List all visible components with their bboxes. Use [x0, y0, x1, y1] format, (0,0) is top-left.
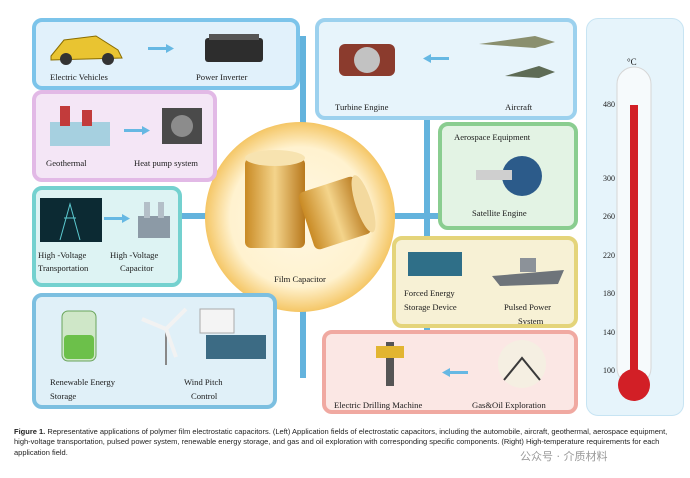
panel-high-voltage: High -Voltage Transportation High -Volta…	[32, 186, 182, 287]
panel-aerospace: Aerospace Equipment Satellite Engine	[438, 122, 578, 230]
ship-icon	[492, 258, 564, 286]
label-wind-pitch-1: Wind Pitch	[184, 377, 223, 387]
caption-label: Figure 1.	[14, 427, 46, 436]
label-electric-vehicles: Electric Vehicles	[50, 72, 108, 82]
panel-renewable-energy: Renewable Energy Storage Wind Pitch Cont…	[32, 293, 277, 409]
thermometer-tick-label: 140	[603, 327, 615, 337]
thermometer-unit: °C	[627, 57, 637, 67]
label-forced-energy-1: Forced Energy	[404, 288, 455, 298]
watermark: 公众号 · 介质材料	[520, 450, 608, 463]
label-hv-capacitor-2: Capacitor	[120, 263, 154, 273]
transmission-tower-icon	[40, 198, 102, 242]
figure-caption: Figure 1. Representative applications of…	[14, 427, 682, 458]
label-aerospace-equipment: Aerospace Equipment	[454, 132, 531, 142]
connector-left	[180, 213, 210, 219]
panel-electric-vehicles: Electric Vehicles Power Inverter	[32, 18, 300, 90]
energy-storage-device-icon	[408, 252, 462, 276]
thermometer-icon	[616, 66, 652, 401]
geothermal-plant-icon	[50, 106, 110, 146]
label-gas-oil: Gas&Oil Exploration	[472, 400, 546, 410]
panel-turbine-aircraft: Turbine Engine Aircraft	[315, 18, 577, 120]
label-pulsed-power-1: Pulsed Power	[504, 302, 552, 312]
label-hv-transport-2: Transportation	[38, 263, 89, 273]
arrow-right-icon	[124, 126, 150, 135]
label-forced-energy-2: Storage Device	[404, 302, 457, 312]
arrow-left-icon	[442, 368, 468, 377]
label-aircraft: Aircraft	[505, 102, 533, 112]
label-geothermal: Geothermal	[46, 158, 87, 168]
thermometer-tick-label: 480	[603, 100, 615, 109]
high-voltage-capacitor-icon	[138, 202, 170, 238]
connector-right-vertical	[424, 93, 430, 343]
caption-text: Representative applications of polymer f…	[14, 427, 668, 457]
satellite-icon	[476, 156, 542, 196]
aircraft-icon	[479, 36, 555, 78]
thermometer-panel: °C 480 300 260 220 180 140 100	[586, 18, 684, 416]
thermometer-tick-label: 260	[603, 212, 615, 222]
pitch-control-icon	[199, 308, 266, 359]
wind-turbine-icon	[141, 307, 188, 365]
center-label: Film Capacitor	[274, 274, 326, 284]
label-renewable-2: Storage	[50, 391, 77, 401]
power-inverter-icon	[205, 34, 263, 62]
label-drilling-machine: Electric Drilling Machine	[334, 400, 423, 410]
heat-pump-icon	[162, 108, 202, 144]
thermometer-tick-label: 220	[603, 250, 615, 260]
thermometer-tick-label: 300	[603, 174, 615, 183]
label-hv-transport-1: High -Voltage	[38, 250, 87, 260]
thermometer-tick-label: 180	[603, 289, 615, 299]
connector-bottom	[300, 298, 306, 378]
label-turbine-engine: Turbine Engine	[335, 102, 389, 112]
label-power-inverter: Power Inverter	[196, 72, 248, 82]
drilling-machine-icon	[376, 342, 404, 386]
panel-drilling: Electric Drilling Machine Gas&Oil Explor…	[322, 330, 578, 414]
label-heat-pump: Heat pump system	[134, 158, 198, 168]
battery-icon	[61, 310, 97, 362]
panel-geothermal: Geothermal Heat pump system	[32, 90, 217, 182]
connector-top	[300, 36, 306, 136]
label-wind-pitch-2: Control	[191, 391, 218, 401]
label-renewable-1: Renewable Energy	[50, 377, 115, 387]
car-icon	[50, 35, 123, 65]
label-hv-capacitor-1: High -Voltage	[110, 250, 159, 260]
thermometer-tick-label: 100	[603, 366, 615, 375]
arrow-right-icon	[104, 214, 130, 223]
arrow-right-icon	[148, 44, 174, 53]
panel-forced-energy: Forced Energy Storage Device Pulsed Powe…	[392, 236, 578, 328]
label-satellite-engine: Satellite Engine	[472, 208, 527, 218]
connector-right	[390, 213, 438, 219]
oil-pump-icon	[498, 340, 546, 388]
label-pulsed-power-2: System	[518, 316, 544, 326]
figure: Film Capacitor Electric Vehicles Power I…	[10, 8, 686, 416]
film-capacitor-icon	[245, 150, 376, 250]
turbine-engine-icon	[339, 44, 395, 76]
arrow-left-icon	[423, 54, 449, 63]
